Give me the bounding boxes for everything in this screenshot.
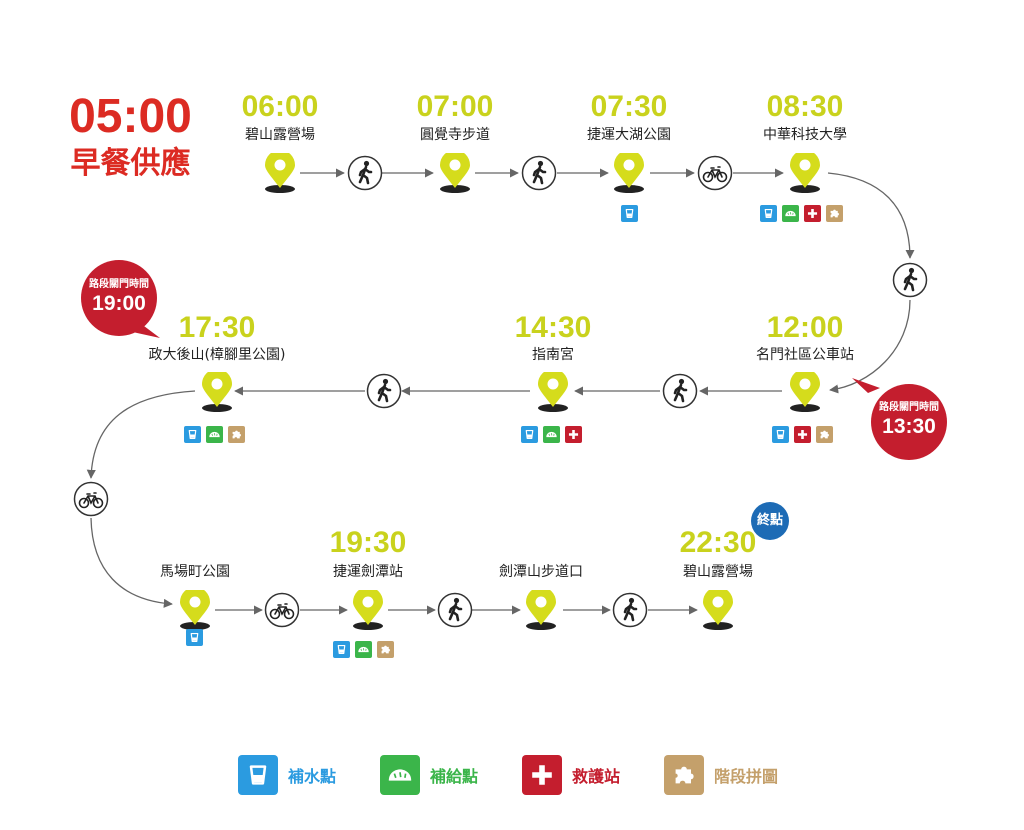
location-pin-icon <box>440 153 470 193</box>
legend-item-water: 補水點 <box>238 755 336 795</box>
water-icon <box>621 205 638 222</box>
station-time: 06:00 <box>241 90 319 123</box>
location-pin-icon <box>790 153 820 193</box>
service-icons <box>521 426 582 443</box>
location-pin-icon <box>538 372 568 412</box>
water-icon <box>521 426 538 443</box>
bread-icon <box>543 426 560 443</box>
cutoff-bubble-1330 <box>852 378 947 460</box>
bike-icon <box>264 592 300 628</box>
medical-cross-icon <box>794 426 811 443</box>
puzzle-icon <box>816 426 833 443</box>
bread-icon <box>380 755 421 795</box>
station-name: 碧山露營場 <box>683 564 753 580</box>
legend-label: 階段拼圖 <box>714 767 779 786</box>
station-time: 19:30 <box>329 526 407 559</box>
walk-icon <box>347 155 383 191</box>
service-icons <box>621 205 638 222</box>
start-time: 05:00 <box>69 90 192 143</box>
cutoff-bubble-1900 <box>81 260 160 338</box>
water-icon <box>238 755 278 795</box>
station-time: 14:30 <box>514 311 592 344</box>
walk-icon <box>366 373 402 409</box>
puzzle-icon <box>826 205 843 222</box>
service-icons <box>184 426 245 443</box>
water-icon <box>760 205 777 222</box>
cutoff-time: 13:30 <box>882 415 936 438</box>
location-pin-icon <box>703 590 733 630</box>
puzzle-icon <box>664 755 705 795</box>
legend-label: 補水點 <box>288 767 337 786</box>
cutoff-time: 19:00 <box>92 292 146 315</box>
bike-icon <box>73 481 109 517</box>
walk-icon <box>892 262 928 298</box>
station-name: 名門社區公車站 <box>756 347 854 363</box>
service-icons <box>333 641 394 658</box>
station-name: 政大後山(樟腳里公園) <box>148 347 286 363</box>
legend-label: 救護站 <box>572 767 621 786</box>
station-name: 圓覺寺步道 <box>420 127 490 143</box>
medical-cross-icon <box>804 205 821 222</box>
legend-label: 補給點 <box>430 767 479 786</box>
station-time: 22:30 <box>679 526 757 559</box>
bread-icon <box>782 205 799 222</box>
end-badge <box>751 502 789 540</box>
water-icon <box>333 641 350 658</box>
station-name: 劍潭山步道口 <box>499 564 583 580</box>
station-name: 捷運劍潭站 <box>333 564 403 580</box>
service-icons <box>772 426 833 443</box>
medical-cross-icon <box>565 426 582 443</box>
puzzle-icon <box>228 426 245 443</box>
location-pin-icon <box>202 372 232 412</box>
walk-icon <box>437 592 473 628</box>
station-time: 17:30 <box>178 311 256 344</box>
station-time: 08:30 <box>766 90 844 123</box>
location-pin-icon <box>526 590 556 630</box>
station-name: 馬場町公園 <box>160 564 230 580</box>
legend-item-puzzle: 階段拼圖 <box>664 755 778 795</box>
puzzle-icon <box>377 641 394 658</box>
location-pin-icon <box>265 153 295 193</box>
location-pin-icon <box>353 590 383 630</box>
station-time: 12:00 <box>766 311 844 344</box>
location-pin-icon <box>790 372 820 412</box>
legend-item-medical: 救護站 <box>522 755 620 795</box>
start-label: 早餐供應 <box>70 146 191 181</box>
station-name: 中華科技大學 <box>763 127 847 143</box>
medical-cross-icon <box>522 755 563 795</box>
water-icon <box>772 426 789 443</box>
service-icons <box>760 205 843 222</box>
connector <box>86 168 915 615</box>
service-icons <box>186 629 203 646</box>
location-pin-icon <box>180 590 210 630</box>
water-icon <box>186 629 203 646</box>
cutoff-label: 路段關門時間 <box>879 402 939 413</box>
end-label: 終點 <box>756 513 783 528</box>
walk-icon <box>521 155 557 191</box>
legend-item-food: 補給點 <box>380 755 478 795</box>
station-name: 碧山露營場 <box>245 127 315 143</box>
location-pin-icon <box>614 153 644 193</box>
cutoff-label: 路段關門時間 <box>89 279 149 290</box>
station-time: 07:00 <box>416 90 494 123</box>
station-time: 07:30 <box>590 90 668 123</box>
bike-icon <box>697 155 733 191</box>
walk-icon <box>662 373 698 409</box>
bread-icon <box>355 641 372 658</box>
station-name: 指南宮 <box>532 347 574 363</box>
legend: 補水點 補給點 救護站 階段拼圖 <box>238 755 778 795</box>
station-name: 捷運大湖公園 <box>587 127 671 143</box>
walk-icon <box>612 592 648 628</box>
bread-icon <box>206 426 223 443</box>
water-icon <box>184 426 201 443</box>
